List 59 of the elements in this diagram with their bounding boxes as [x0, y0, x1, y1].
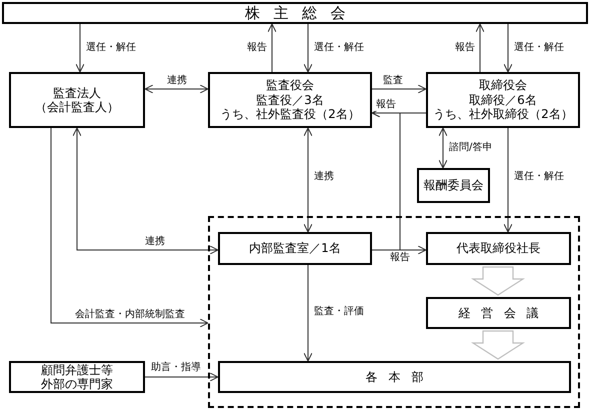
box-text: 株主総会	[244, 4, 359, 22]
edge-label: 連携	[313, 171, 335, 183]
edge-label: 会計監査・内部統制監査	[74, 309, 186, 321]
box-text: （会計監査人）	[35, 100, 119, 114]
arrow	[144, 84, 208, 94]
block-arrow	[470, 330, 526, 360]
box-text: 報酬委員会	[424, 178, 484, 193]
edge-label: 監査	[382, 75, 404, 87]
org-box	[218, 361, 571, 393]
edge-label: 連携	[166, 75, 188, 87]
arrow	[144, 372, 218, 382]
edge-label: 選任・解任	[513, 42, 565, 54]
box-text: 監査役会	[266, 78, 314, 93]
box-text: 監査法人	[53, 86, 101, 100]
org-box	[9, 72, 145, 128]
box-text: 取締役会	[479, 78, 527, 93]
org-box	[9, 361, 145, 393]
box-text: 外部の専門家	[41, 377, 113, 392]
arrow	[504, 128, 512, 232]
box-text: 取締役／6名	[469, 92, 537, 108]
box-text: 監査役／3名	[256, 92, 324, 108]
edge-label: 報告	[246, 42, 268, 54]
edge-label: 連携	[144, 236, 166, 248]
edge-label: 報告	[454, 42, 476, 54]
arrow	[476, 24, 484, 72]
org-box	[2, 2, 588, 24]
arrow	[504, 24, 512, 72]
arrow	[372, 84, 426, 94]
arrow	[268, 24, 276, 72]
org-box	[218, 232, 372, 265]
edge-label: 選任・解任	[85, 42, 137, 54]
edge-label: 選任・解任	[313, 42, 365, 54]
edge-label: 監査・評価	[313, 306, 365, 318]
box-text: 内部監査室／1名	[249, 241, 341, 256]
edge-label: 助言・指導	[150, 362, 202, 374]
arrow	[76, 24, 84, 72]
arrow	[372, 108, 400, 250]
box-text: 代表取締役社長	[456, 241, 540, 256]
arrow	[304, 24, 312, 72]
edge-label: 報告	[375, 99, 397, 111]
org-box	[208, 72, 372, 128]
box-text: うち、社外取締役（2名）	[433, 107, 573, 122]
org-box	[426, 232, 571, 265]
arrow	[50, 128, 208, 328]
arrow	[72, 128, 218, 254]
org-box	[417, 168, 490, 203]
edge-label: 報告	[389, 252, 411, 264]
box-text: 顧問弁護士等	[41, 362, 113, 377]
org-box	[426, 72, 580, 128]
arrow	[438, 128, 448, 168]
arrow	[304, 264, 312, 362]
arrow	[304, 128, 312, 232]
edge-label: 諮問/答申	[448, 142, 494, 154]
box-text: 各本部	[364, 370, 434, 384]
block-arrow	[470, 266, 526, 296]
org-box	[426, 297, 571, 329]
edge-label: 選任・解任	[513, 171, 565, 183]
box-text: うち、社外監査役（2名）	[220, 107, 360, 122]
box-text: 経営会議	[457, 306, 550, 320]
